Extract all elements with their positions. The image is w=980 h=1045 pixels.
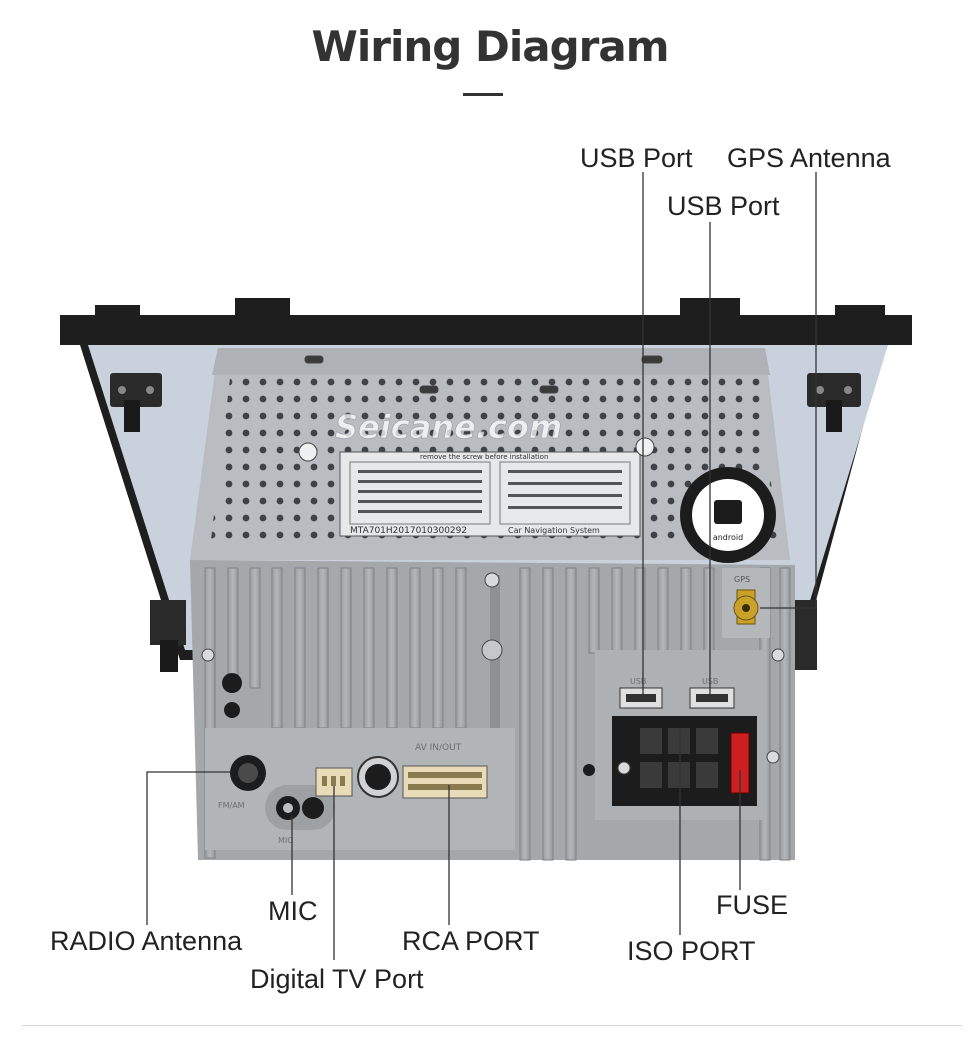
gps-connector: GPS [722,568,770,638]
av-inout-text: AV IN/OUT [415,743,462,753]
mic-text: MIC [278,836,293,845]
top-screws [298,355,663,462]
android-badge: android [680,467,776,563]
label-rca-port: RCA PORT [402,926,540,956]
rca-connector [402,765,488,799]
label-radio-antenna: RADIO Antenna [50,926,243,956]
spec-sticker: MTA701H2017010300292 Car Navigation Syst… [339,451,641,537]
callout-lines [146,172,817,960]
label-iso-port: ISO PORT [627,936,756,966]
watermark-text: Seicane.com [335,408,562,446]
label-gps-antenna: GPS Antenna [727,143,891,173]
sticker-system: Car Navigation System [508,526,600,535]
sticker-model: MTA701H2017010300292 [350,526,467,536]
sticker-screw-note: remove the screw before installation [420,453,548,461]
fm-am-text: FM/AM [218,801,245,810]
bottom-divider [22,1025,962,1026]
gps-text: GPS [734,575,750,584]
side-bracket-right [795,373,861,670]
label-usb-port-1: USB Port [580,143,693,173]
label-mic: MIC [268,896,318,926]
label-digital-tv-port: Digital TV Port [250,964,424,994]
title-underline [463,93,503,96]
usb-text-1: USB [630,677,646,686]
label-fuse: FUSE [716,890,789,920]
label-usb-port-2: USB Port [667,191,780,221]
android-badge-text: android [713,533,743,542]
page-title: Wiring Diagram [311,22,670,71]
connector-panel-right: USB USB [583,650,765,820]
leader-radio-antenna [146,771,230,925]
connector-panel-left: AV IN/OUT FM/AM MIC [205,728,515,850]
side-bracket-left [110,373,186,672]
